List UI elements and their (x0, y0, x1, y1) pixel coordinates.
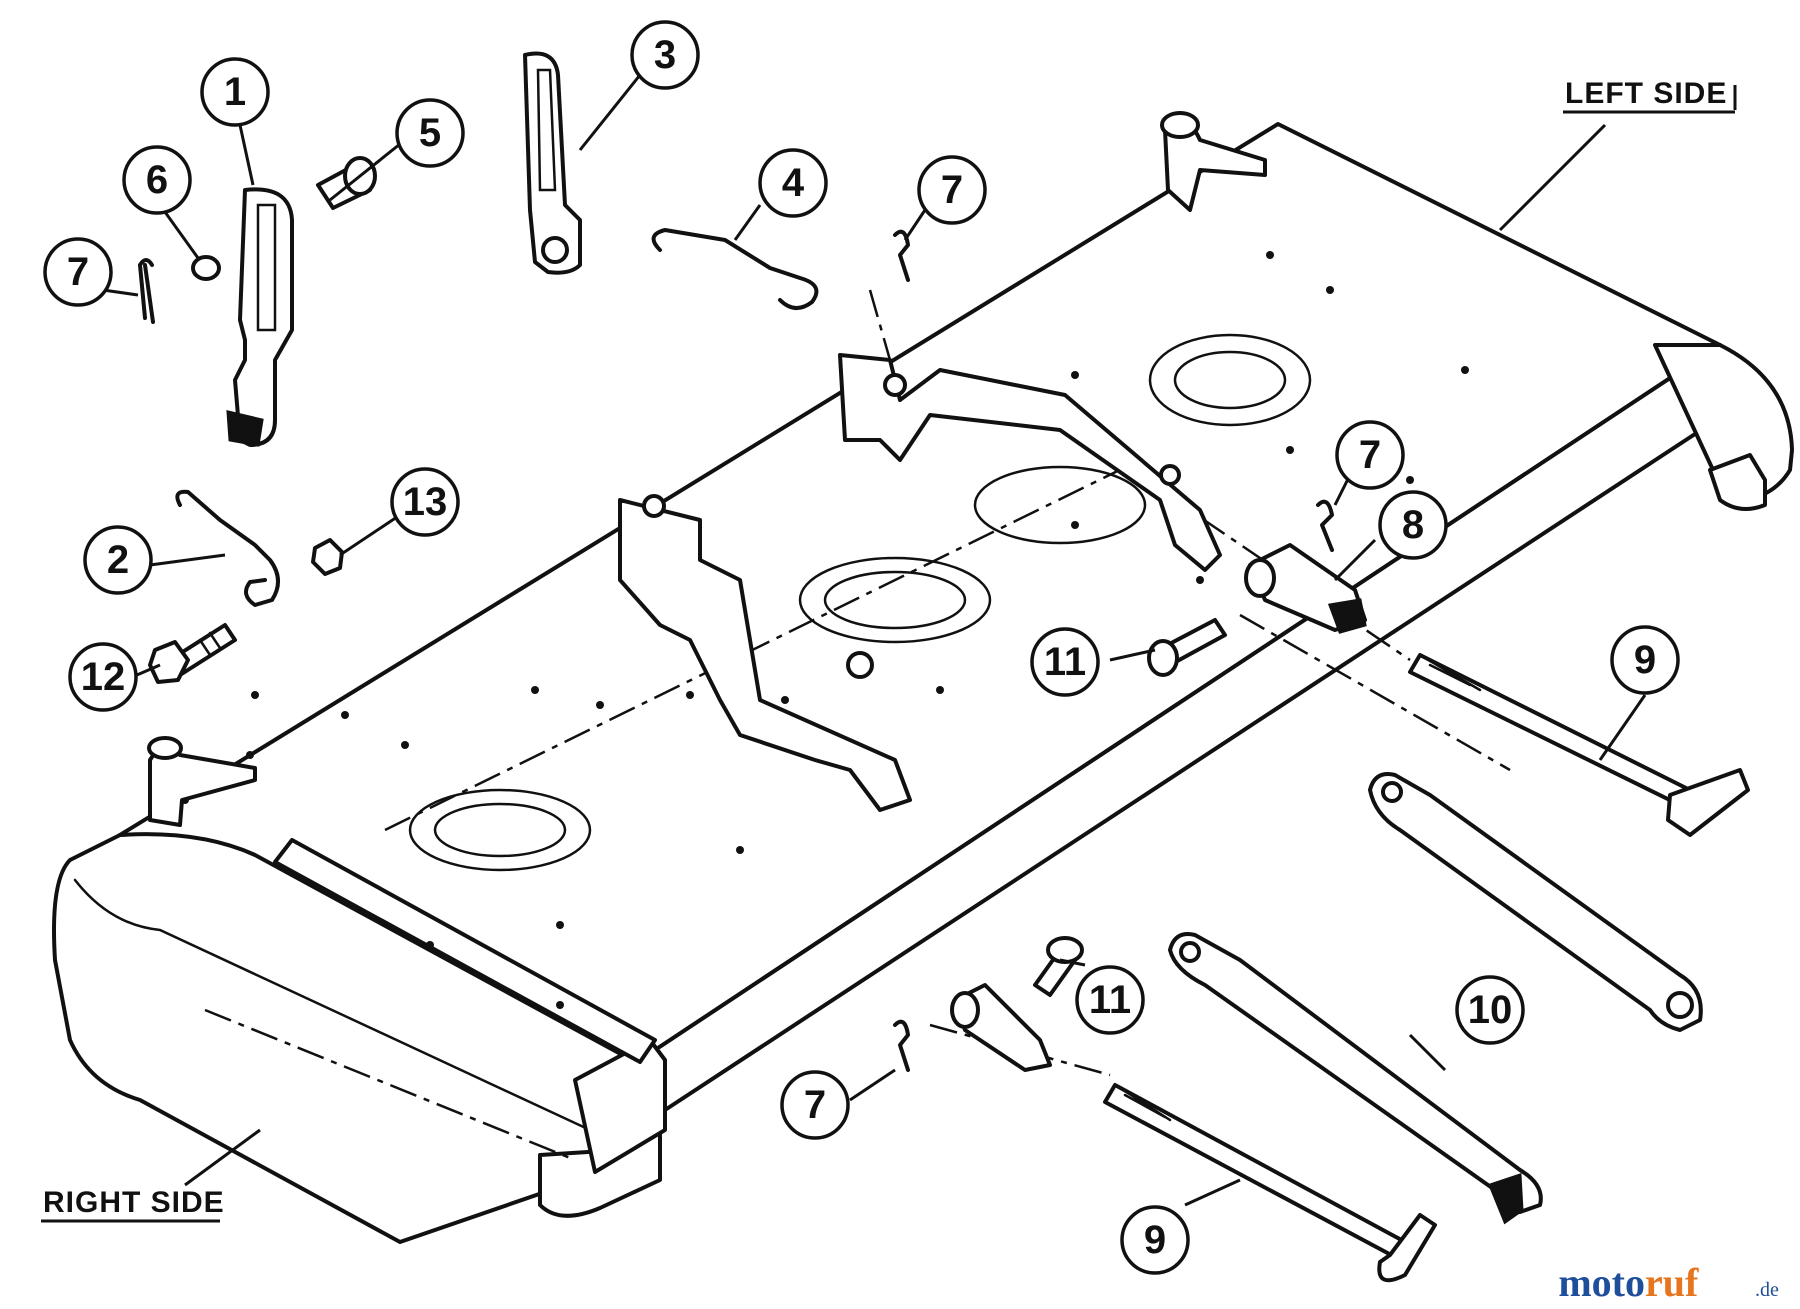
callout-7-top-center: 7 (917, 155, 987, 225)
part-2-spring-clip (175, 489, 280, 607)
right-side-housing (52, 832, 652, 1244)
callout-2: 2 (83, 525, 153, 595)
callout-9-lower: 9 (1120, 1205, 1190, 1275)
callout-7-bottom: 7 (780, 1070, 850, 1140)
left-side-bracket (1708, 453, 1767, 511)
spindle-opening-1 (408, 788, 592, 872)
part-7-hairpin-clip-d (893, 1019, 910, 1072)
part-10-lift-arm-lower (1168, 932, 1543, 1214)
callout-13: 13 (390, 467, 460, 537)
part-4-spring-clip (651, 228, 819, 310)
svg-text:6: 6 (146, 158, 168, 202)
svg-text:1: 1 (224, 70, 246, 114)
svg-text:11: 11 (1089, 978, 1131, 1022)
svg-text:9: 9 (1634, 638, 1656, 682)
svg-text:12: 12 (81, 655, 126, 699)
right-side-label: RIGHT SIDE (43, 1186, 225, 1219)
svg-text:9: 9 (1144, 1218, 1166, 1262)
svg-text:8: 8 (1402, 503, 1424, 547)
callout-9-upper: 9 (1610, 625, 1680, 695)
part-10-lift-arm-upper (1368, 772, 1703, 1032)
lift-bracket-rear (618, 498, 912, 812)
left-side-label: LEFT SIDE (1565, 77, 1727, 110)
callout-11-upper: 11 (1030, 627, 1100, 697)
callout-3: 3 (630, 20, 700, 90)
svg-text:7: 7 (804, 1083, 826, 1127)
watermark-part2: ruf (1645, 1260, 1699, 1305)
callout-8: 8 (1378, 490, 1448, 560)
svg-text:7: 7 (941, 168, 963, 212)
spindle-opening-2 (798, 556, 992, 644)
svg-text:2: 2 (107, 538, 129, 582)
part-7-hairpin-clip-b (893, 229, 910, 282)
watermark-part3: .de (1755, 1279, 1779, 1301)
callout-11-lower: 11 (1075, 965, 1145, 1035)
callout-7-right: 7 (1335, 420, 1405, 490)
svg-text:3: 3 (654, 33, 676, 77)
right-side-label-group: RIGHT SIDE (41, 1186, 225, 1223)
part-6-washer (191, 255, 221, 281)
part-1-lift-link (233, 187, 294, 447)
watermark: moto ruf .de (1558, 1260, 1779, 1305)
watermark-part1: moto (1558, 1260, 1645, 1305)
callout-5: 5 (395, 98, 465, 168)
part-7-hairpin-clip-c (1316, 499, 1334, 552)
parts (138, 51, 1750, 1283)
callout-12: 12 (68, 642, 138, 712)
callouts: 1 2 3 4 5 6 7 7 (43, 20, 1680, 1275)
svg-text:5: 5 (419, 111, 441, 155)
svg-text:7: 7 (1359, 433, 1381, 477)
spindle-opening-3 (1148, 333, 1312, 427)
callout-10: 10 (1455, 975, 1525, 1045)
part-13-lock-nut (311, 538, 344, 576)
mower-deck (52, 111, 1794, 1244)
callout-1: 1 (200, 57, 270, 127)
callout-4: 4 (758, 148, 828, 218)
svg-text:10: 10 (1468, 988, 1513, 1032)
right-side-housing-edge (73, 878, 592, 1132)
svg-text:4: 4 (782, 161, 805, 205)
svg-text:13: 13 (403, 480, 448, 524)
callout-6: 6 (122, 145, 192, 215)
svg-text:11: 11 (1044, 640, 1086, 684)
left-side-label-group: LEFT SIDE (1563, 77, 1735, 114)
part-7-hairpin-clip-a (138, 258, 155, 324)
callout-7-top-left: 7 (43, 237, 113, 307)
lift-bracket-front (838, 353, 1222, 572)
svg-text:7: 7 (67, 250, 89, 294)
